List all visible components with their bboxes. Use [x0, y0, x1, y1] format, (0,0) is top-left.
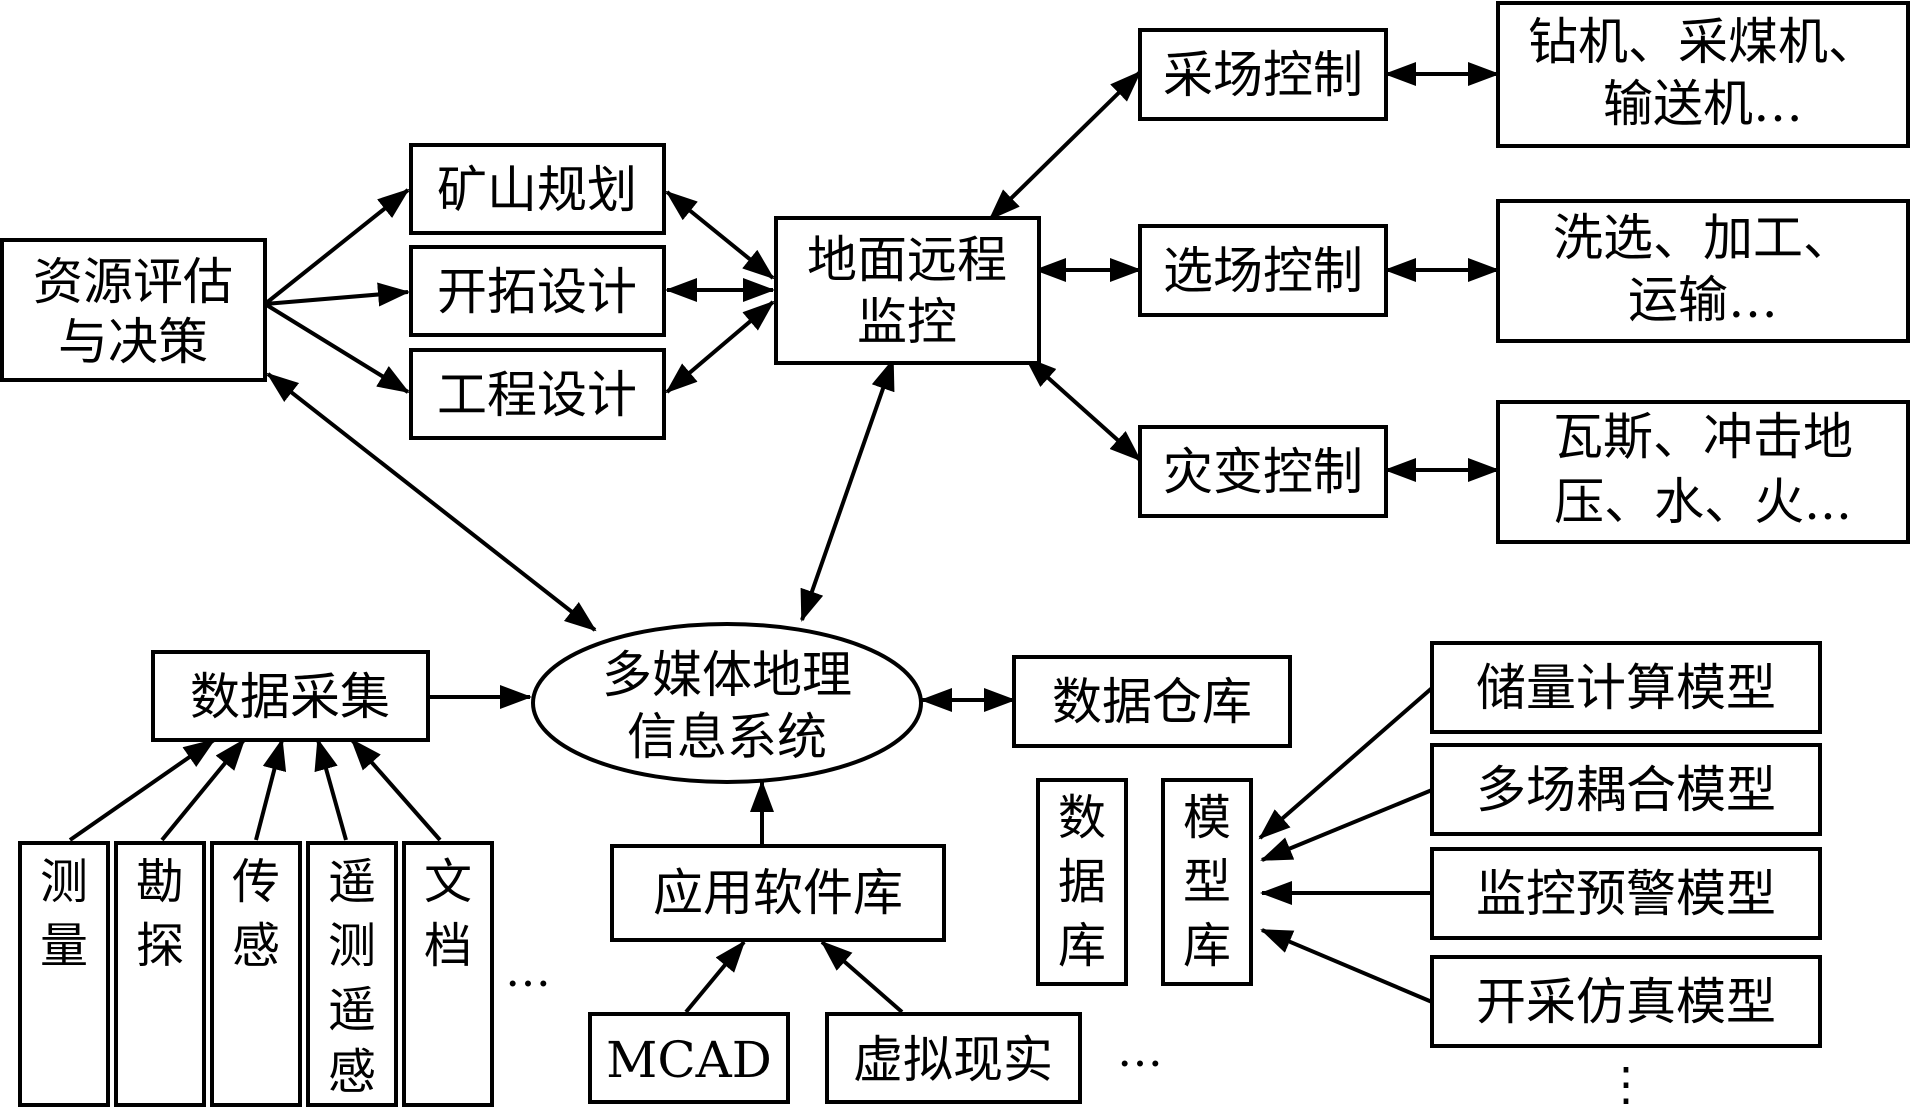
node-reserve-calc-model: 储量计算模型 [1430, 641, 1822, 734]
node-disaster-control-label: 灾变控制 [1163, 443, 1363, 501]
arrow-engineering-monitor [665, 300, 775, 394]
node-mcad-label: MCAD [606, 1031, 772, 1089]
node-dressing-plant-control-label: 选场控制 [1163, 242, 1363, 300]
node-application-software-library-label: 应用软件库 [653, 864, 903, 922]
connector-arrows [68, 62, 1500, 1014]
arrow-monitor-gis [800, 358, 895, 622]
node-dressing-plant-control: 选场控制 [1138, 224, 1388, 317]
node-source-survey: 测 量 [18, 841, 110, 1107]
node-source-documents-char2: 档 [424, 918, 472, 974]
node-monitoring-warning-model-label: 监控预警模型 [1476, 865, 1776, 923]
node-source-remote-sensing-char3: 遥 [328, 982, 376, 1038]
node-resource-evaluation-line1: 资源评估 [33, 253, 233, 311]
node-dressing-processes-line1: 洗选、加工、 [1553, 209, 1853, 267]
node-application-software-library: 应用软件库 [610, 844, 946, 942]
node-engineering-design-label: 工程设计 [437, 366, 637, 424]
software-more-ellipsis: … [1117, 1023, 1163, 1077]
node-resource-evaluation-line2: 与决策 [58, 313, 208, 371]
node-ground-remote-monitor-line2: 监控 [857, 293, 957, 351]
node-disaster-types-line1: 瓦斯、冲击地 [1553, 408, 1853, 466]
node-database: 数 据 库 [1036, 778, 1128, 986]
arrow-coupling-model-lib [1260, 788, 1433, 862]
node-database-char1: 数 [1058, 790, 1106, 846]
models-more-ellipsis: ⋮ [1603, 1057, 1649, 1108]
node-engineering-design: 工程设计 [409, 348, 666, 440]
arrow-reserve-model-lib [1258, 686, 1434, 840]
node-source-sensing: 传 感 [210, 841, 302, 1107]
node-dressing-processes-line2: 运输… [1628, 271, 1778, 329]
node-data-warehouse-label: 数据仓库 [1052, 673, 1252, 731]
node-mining-simulation-model: 开采仿真模型 [1430, 955, 1822, 1048]
node-data-warehouse: 数据仓库 [1012, 655, 1292, 748]
node-model-library-char3: 库 [1183, 918, 1231, 974]
node-disaster-control: 灾变控制 [1138, 425, 1388, 518]
node-virtual-reality: 虚拟现实 [825, 1012, 1082, 1104]
node-stope-equipment: 钻机、采煤机、 输送机… [1496, 1, 1910, 148]
node-dressing-processes: 洗选、加工、 运输… [1496, 199, 1910, 343]
node-source-remote-sensing-char1: 遥 [328, 854, 376, 910]
node-ground-remote-monitor: 地面远程 监控 [774, 216, 1041, 365]
node-stope-equipment-line1: 钻机、采煤机、 [1528, 13, 1878, 71]
node-disaster-types-line2: 压、水、火... [1554, 473, 1852, 531]
node-mine-planning: 矿山规划 [409, 143, 666, 235]
node-mining-simulation-model-label: 开采仿真模型 [1476, 973, 1776, 1031]
arrow-resource-to-development [264, 282, 410, 307]
node-mcad: MCAD [588, 1012, 790, 1104]
node-multifield-coupling-model-label: 多场耦合模型 [1476, 761, 1776, 819]
node-source-survey-char1: 测 [40, 854, 88, 910]
node-multimedia-gis: 多媒体地理 信息系统 [531, 622, 923, 784]
node-source-documents: 文 档 [402, 841, 494, 1107]
node-development-design-label: 开拓设计 [437, 263, 637, 321]
node-model-library-char2: 型 [1183, 854, 1231, 910]
node-data-acquisition-label: 数据采集 [190, 668, 390, 726]
arrow-exploration-acquisition [160, 738, 246, 842]
node-database-char3: 库 [1058, 918, 1106, 974]
arrow-monitor-stope [988, 70, 1142, 221]
node-source-remote-sensing-char2: 测 [328, 918, 376, 974]
node-multimedia-gis-line2: 信息系统 [627, 708, 827, 766]
node-reserve-calc-model-label: 储量计算模型 [1476, 659, 1776, 717]
arrow-document-acquisition [350, 738, 442, 842]
node-database-char2: 据 [1058, 854, 1106, 910]
node-source-remote-sensing: 遥 测 遥 感 [306, 841, 398, 1107]
node-source-exploration-char1: 勘 [136, 854, 184, 910]
node-stope-control: 采场控制 [1138, 28, 1388, 121]
node-source-remote-sensing-char4: 感 [328, 1044, 376, 1100]
node-development-design: 开拓设计 [409, 245, 666, 337]
node-mine-planning-label: 矿山规划 [437, 161, 637, 219]
node-data-acquisition: 数据采集 [151, 650, 430, 742]
node-disaster-types: 瓦斯、冲击地 压、水、火... [1496, 400, 1910, 544]
arrow-sensing-acquisition [254, 738, 287, 841]
arrow-resource-to-engineering [263, 302, 410, 394]
arrow-remote-acquisition [314, 738, 348, 841]
node-multimedia-gis-line1: 多媒体地理 [602, 646, 852, 704]
node-source-documents-char1: 文 [424, 854, 472, 910]
sources-more-ellipsis: … [505, 943, 551, 997]
node-virtual-reality-label: 虚拟现实 [853, 1031, 1053, 1089]
node-source-exploration-char2: 探 [136, 918, 184, 974]
node-source-exploration: 勘 探 [114, 841, 206, 1107]
node-stope-equipment-line2: 输送机… [1603, 75, 1803, 133]
node-resource-evaluation: 资源评估 与决策 [0, 238, 267, 382]
node-model-library: 模 型 库 [1161, 778, 1253, 986]
arrow-resource-to-planning [263, 188, 410, 306]
node-ground-remote-monitor-line1: 地面远程 [807, 231, 1007, 289]
node-source-sensing-char2: 感 [232, 918, 280, 974]
node-source-survey-char2: 量 [40, 918, 88, 974]
node-source-sensing-char1: 传 [232, 854, 280, 910]
node-monitoring-warning-model: 监控预警模型 [1430, 847, 1822, 940]
node-model-library-char1: 模 [1183, 790, 1231, 846]
arrow-vr-software [820, 940, 904, 1014]
arrow-planning-monitor [665, 190, 775, 280]
arrow-resource-gis [266, 372, 597, 632]
arrow-mcad-software [684, 940, 746, 1014]
arrow-monitor-disaster [1024, 356, 1142, 462]
node-multifield-coupling-model: 多场耦合模型 [1430, 743, 1822, 836]
arrow-survey-acquisition [68, 738, 216, 842]
arrow-simulation-model-lib [1260, 928, 1433, 1004]
node-stope-control-label: 采场控制 [1163, 46, 1363, 104]
